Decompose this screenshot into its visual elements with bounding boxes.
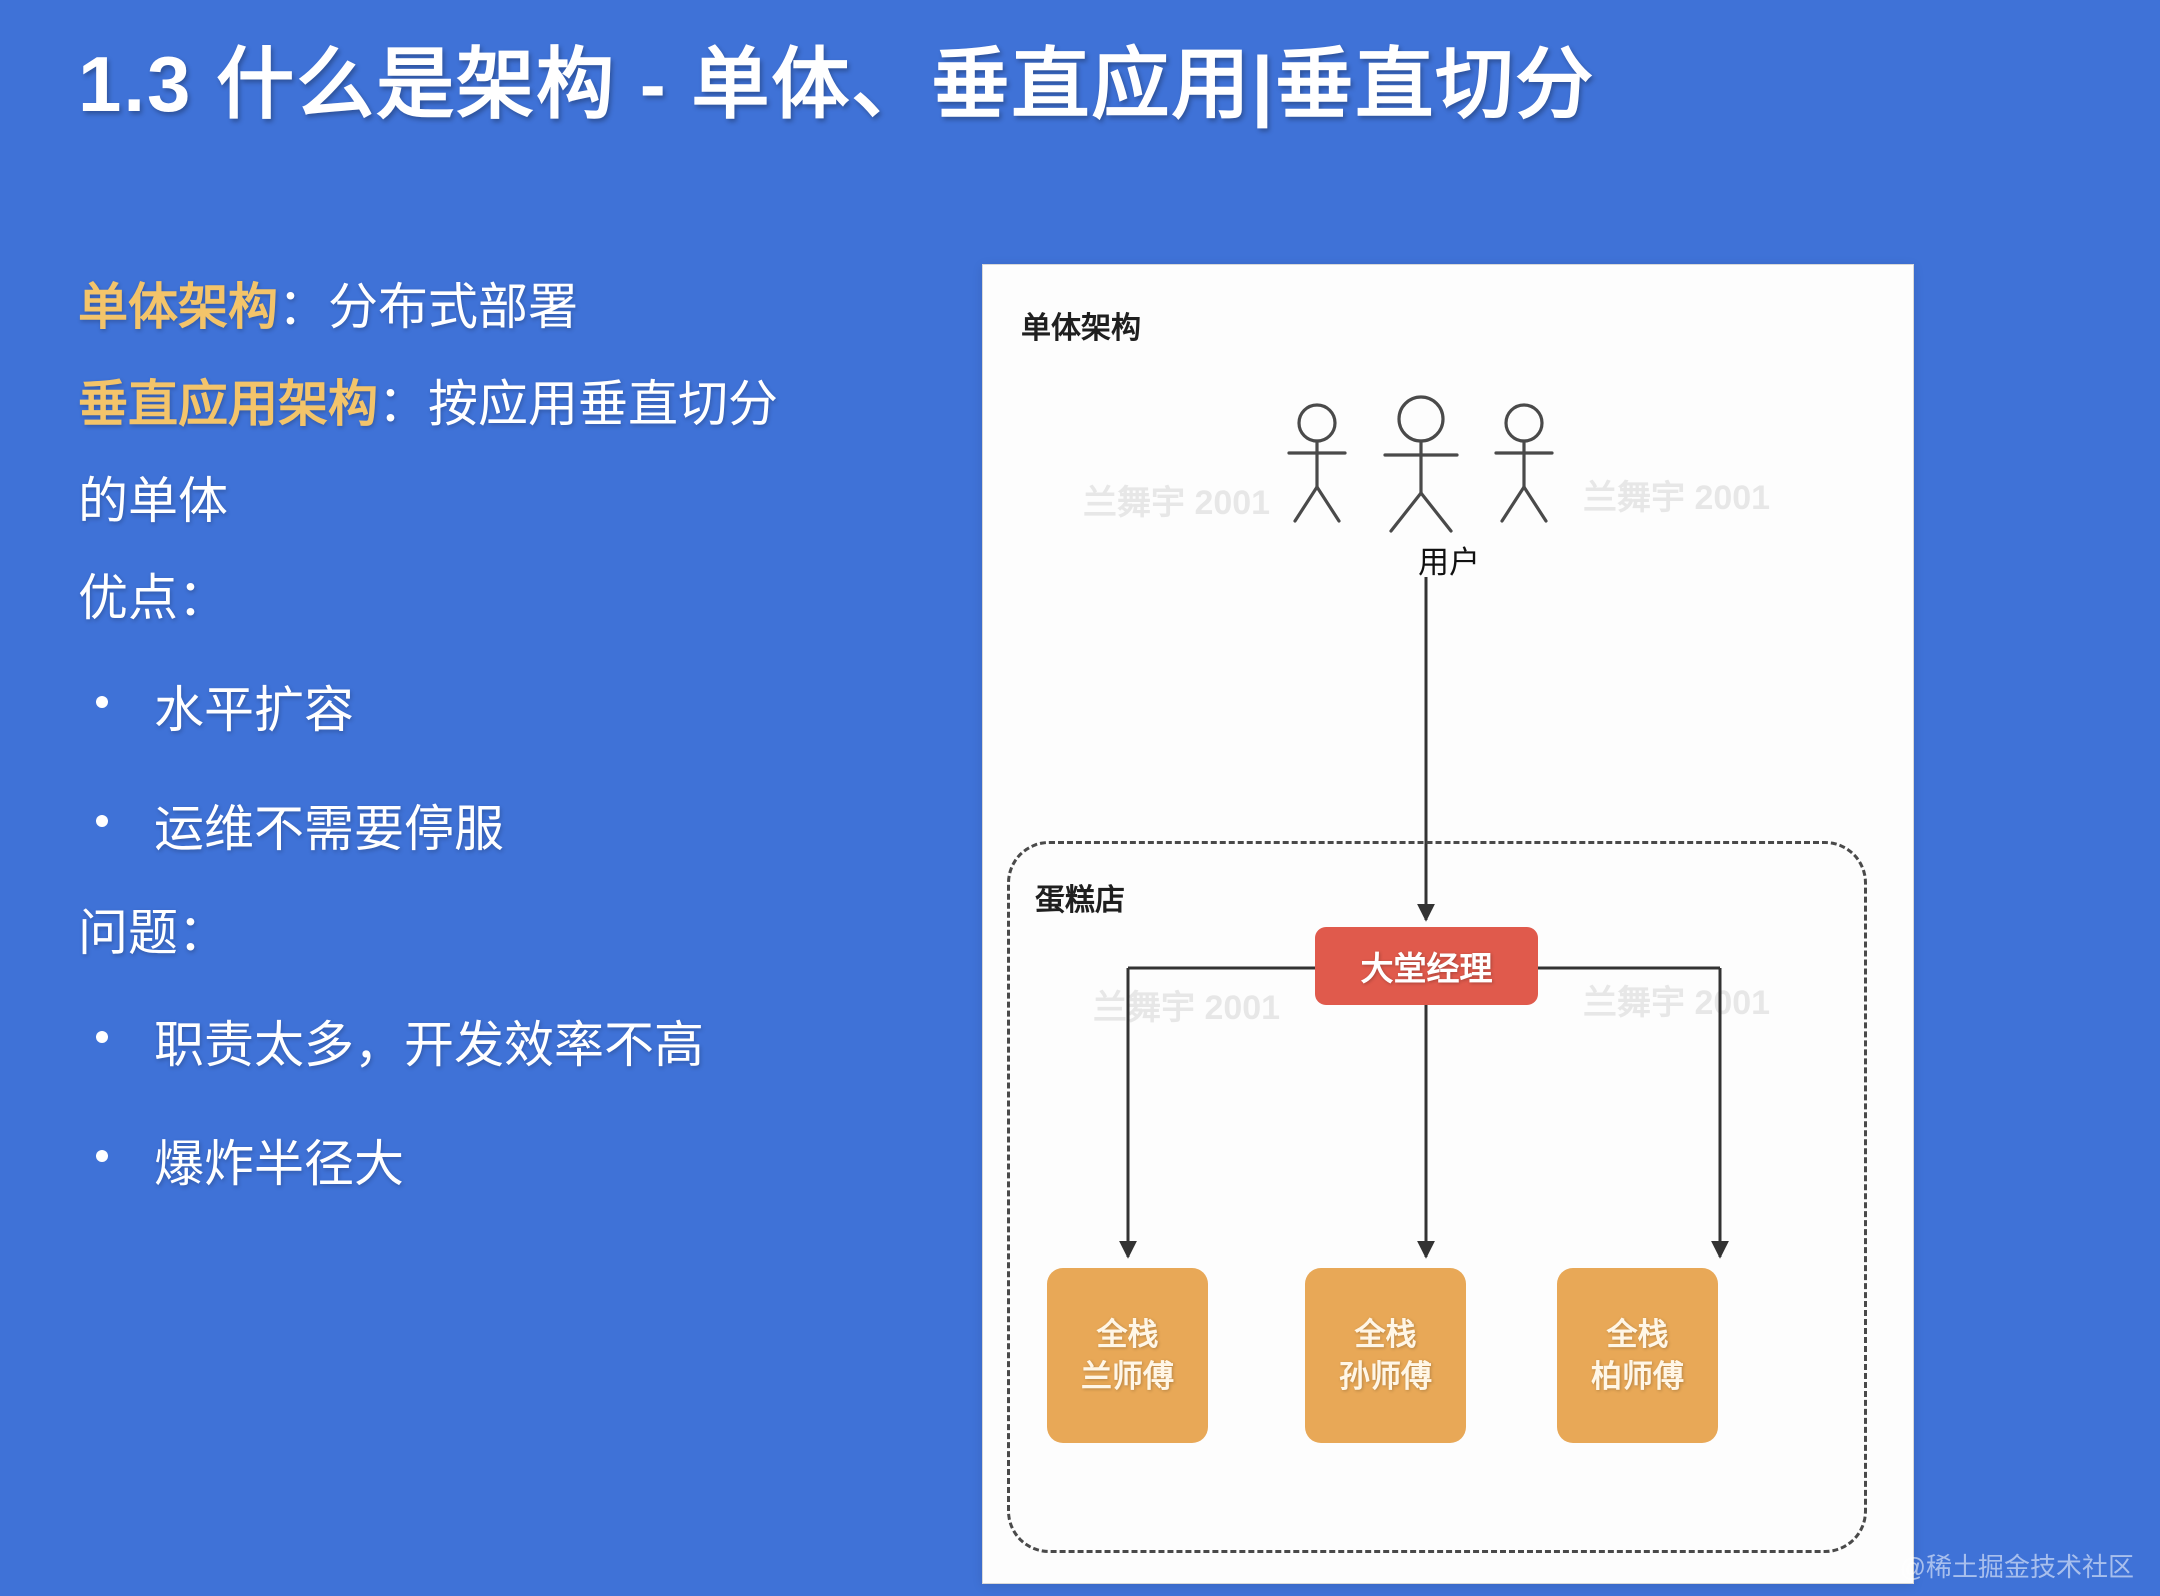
definition-vertical-desc: ：按应用垂直切分 [378,376,778,432]
node-staff-2[interactable]: 全栈 柏师傅 [1557,1268,1718,1443]
user-label: 用户 [1418,545,1480,580]
bullet-dot-icon [96,696,108,708]
pros-heading: 优点： [78,570,228,626]
node-staff-1-role: 全栈 [1354,1316,1417,1352]
definition-monolith: 单体架构：分布式部署 [78,282,958,332]
cons-item-0-label: 职责太多，开发效率不高 [154,1017,704,1073]
node-staff-2-name: 柏师傅 [1591,1358,1684,1394]
node-staff-0-name: 兰师傅 [1081,1358,1174,1394]
cons-item-1-label: 爆炸半径大 [154,1136,404,1192]
bullet-dot-icon [96,815,108,827]
pros-item-0-label: 水平扩容 [154,682,354,738]
definition-monolith-desc: ：分布式部署 [278,279,578,335]
architecture-diagram-panel: 单体架构 兰舞宇 2001 兰舞宇 2001 兰舞宇 2001 兰舞宇 2001 [982,264,1914,1584]
diagram-title: 单体架构 [1021,312,1141,345]
bullet-dot-icon [96,1150,108,1162]
node-staff-2-role: 全栈 [1606,1316,1669,1352]
cons-heading: 问题： [78,905,228,961]
list-item: 水平扩容 [78,670,958,742]
node-manager[interactable]: 大堂经理 [1315,927,1538,1005]
page-title: 1.3 什么是架构 - 单体、垂直应用|垂直切分 [78,40,1596,128]
content-text-column: 单体架构：分布式部署 垂直应用架构：按应用垂直切分 的单体 优点： 水平扩容 运… [78,282,958,1243]
node-staff-1[interactable]: 全栈 孙师傅 [1305,1268,1466,1443]
definition-monolith-term: 单体架构 [78,279,278,335]
shop-label: 蛋糕店 [1035,884,1125,917]
shop-boundary [1007,841,1867,1553]
definition-vertical-continuation: 的单体 [78,473,228,529]
list-item: 职责太多，开发效率不高 [78,1005,958,1077]
node-staff-0[interactable]: 全栈 兰师傅 [1047,1268,1208,1443]
diagram-connectors [1119,577,1729,1259]
node-staff-0-role: 全栈 [1096,1316,1159,1352]
list-item: 爆炸半径大 [78,1124,958,1196]
user-group-icon [1281,395,1561,535]
pros-item-1-label: 运维不需要停服 [154,801,504,857]
bullet-dot-icon [96,1031,108,1043]
page-watermark: @稀土掘金技术社区 [1899,1552,2134,1582]
list-item: 运维不需要停服 [78,789,958,861]
definition-vertical-term: 垂直应用架构 [78,376,378,432]
definition-vertical: 垂直应用架构：按应用垂直切分 [78,379,958,429]
node-staff-1-name: 孙师傅 [1339,1358,1432,1394]
